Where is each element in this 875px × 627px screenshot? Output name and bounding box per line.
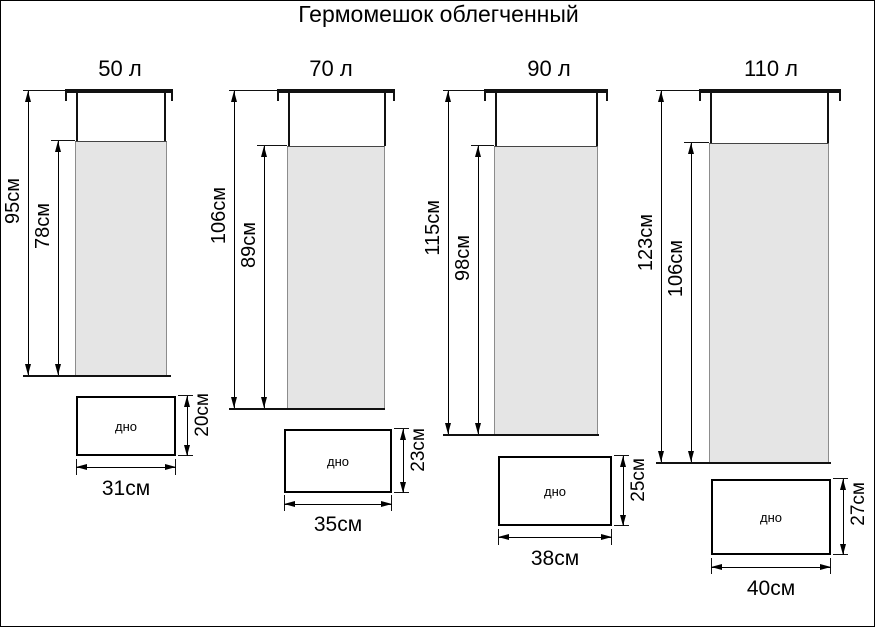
dim-label-total-height-70l: 106см (208, 187, 230, 245)
bag-90l-neck-left (495, 93, 497, 146)
dim-arrow-bottom-depth-50l (184, 396, 190, 456)
dim-arrow-total-height-90l (445, 91, 451, 434)
bottom-panel-110l: дно (711, 479, 831, 555)
bottom-panel-label-50l: дно (115, 418, 137, 434)
diagram-title: Гермомешок облегченный (298, 1, 579, 27)
dim-label-body-height-50l: 78см (32, 203, 54, 249)
bag-70l-flange (277, 89, 395, 93)
extension-line (394, 428, 409, 429)
bag-50l-bottom-extension-line (23, 375, 171, 377)
dim-arrow-bottom-depth-90l (620, 456, 626, 526)
extension-line (614, 455, 629, 456)
dim-arrow-total-height-110l (658, 91, 664, 462)
dim-arrow-total-height-70l (231, 91, 237, 408)
dim-label-bottom-width-50l: 31см (101, 477, 151, 500)
bag-90l-neck-right (596, 93, 598, 146)
dim-label-body-height-90l: 98см (452, 235, 474, 281)
dim-arrow-bottom-width-110l (711, 564, 831, 570)
dim-label-total-height-110l: 123см (635, 214, 657, 272)
bag-110l-neck-left (710, 93, 712, 143)
bag-90l-flange-tick-right (606, 93, 608, 101)
bag-90l-flange (484, 89, 608, 93)
bag-50l-mid-extension-line (51, 140, 75, 141)
bag-70l-neck-left (288, 93, 290, 146)
bag-110l-mid-extension-line (684, 142, 709, 143)
bag-70l-bottom-extension-line (229, 408, 385, 410)
bag-110l-volume-label: 110 л (743, 56, 799, 81)
dim-label-bottom-depth-110l: 27см (848, 482, 869, 526)
bag-50l-flange (65, 89, 173, 93)
bag-70l-flange-tick-right (393, 93, 395, 101)
dim-label-body-height-70l: 89см (238, 222, 260, 268)
bag-110l-flange (699, 89, 841, 93)
bottom-panel-70l: дно (284, 429, 392, 493)
bag-70l-flange-tick-left (277, 93, 279, 101)
dim-label-bottom-width-70l: 35см (313, 513, 363, 536)
bag-90l-bottom-extension-line (443, 434, 599, 436)
dim-arrow-bottom-depth-110l (840, 479, 846, 555)
dim-arrow-body-height-70l (261, 146, 267, 408)
bag-110l-flange-tick-left (699, 93, 701, 101)
dim-arrow-bottom-width-70l (284, 501, 392, 507)
bag-50l-neck-left (76, 93, 78, 141)
dim-label-bottom-depth-50l: 20см (192, 393, 213, 437)
bag-70l-neck-right (384, 93, 386, 146)
dim-arrow-body-height-90l (475, 146, 481, 434)
bag-70l-mid-extension-line (257, 145, 287, 146)
dim-label-bottom-depth-90l: 25см (628, 458, 649, 502)
dim-label-body-height-110l: 106см (665, 240, 687, 298)
bag-50l-flange-tick-left (65, 93, 67, 101)
bag-70l-top-extension-line (229, 90, 277, 91)
bag-50l-flange-tick-right (171, 93, 173, 101)
bottom-panel-90l: дно (498, 456, 612, 526)
dim-arrow-total-height-50l (25, 91, 31, 375)
bag-90l-top-extension-line (443, 90, 484, 91)
dim-label-bottom-width-110l: 40см (746, 577, 796, 600)
bag-110l-neck-right (827, 93, 829, 143)
dim-arrow-body-height-50l (55, 141, 61, 375)
dim-arrow-bottom-width-50l (76, 464, 176, 470)
bottom-panel-label-90l: дно (544, 483, 566, 499)
bag-50l-neck-right (164, 93, 166, 141)
dim-label-total-height-50l: 95см (2, 178, 24, 224)
bag-110l-body (709, 143, 829, 462)
bag-110l-flange-tick-right (839, 93, 841, 101)
extension-line (178, 395, 193, 396)
dim-arrow-body-height-110l (688, 143, 694, 462)
dim-label-bottom-depth-70l: 23см (408, 428, 429, 472)
dim-arrow-bottom-depth-70l (400, 429, 406, 493)
bag-110l-top-extension-line (656, 90, 699, 91)
bag-90l-flange-tick-left (484, 93, 486, 101)
bottom-panel-50l: дно (76, 396, 176, 456)
bottom-panel-label-110l: дно (760, 509, 782, 525)
bag-50l-volume-label: 50 л (98, 56, 142, 81)
bag-50l-body (75, 141, 167, 375)
bag-90l-volume-label: 90 л (527, 56, 571, 81)
bottom-panel-label-70l: дно (327, 453, 349, 469)
bag-90l-body (494, 146, 598, 434)
dim-label-total-height-90l: 115см (422, 200, 444, 256)
bag-70l-body (287, 146, 385, 408)
bag-90l-mid-extension-line (471, 145, 494, 146)
bag-50l-top-extension-line (23, 90, 65, 91)
dim-arrow-bottom-width-90l (498, 534, 612, 540)
dim-label-bottom-width-90l: 38см (530, 547, 580, 570)
bag-70l-volume-label: 70 л (309, 56, 353, 81)
bag-110l-bottom-extension-line (656, 462, 831, 464)
extension-line (833, 478, 848, 479)
